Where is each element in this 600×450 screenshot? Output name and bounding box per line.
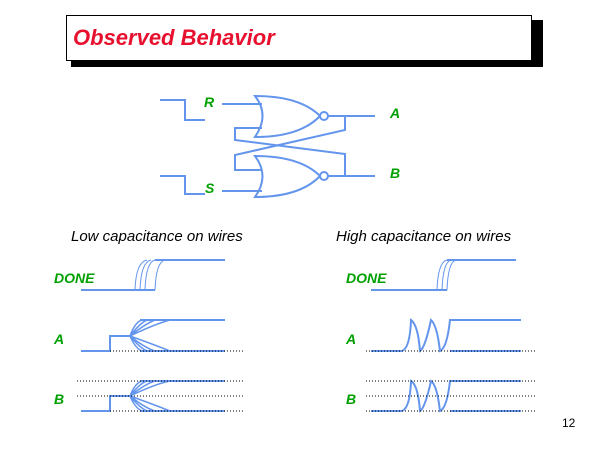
low-a-wave [81,319,225,352]
low-signal-done: DONE [54,270,95,286]
r-input-waveform [160,99,205,121]
high-cap-reference-lines [366,350,535,412]
nor-gate-top [252,94,322,139]
input-label-r: R [204,94,215,110]
high-b-wave [371,379,521,413]
low-done-wave [81,259,225,291]
feedback-b [234,127,346,176]
output-label-b: B [390,165,401,181]
low-cap-reference-lines [77,350,245,412]
input-label-s: S [205,180,215,196]
low-signal-b: B [54,391,65,407]
s-input-waveform [160,175,205,195]
low-cap-heading: Low capacitance on wires [71,228,243,245]
page-number: 12 [562,416,576,430]
high-signal-a: A [346,331,357,347]
slide-title: Observed Behavior [73,25,275,50]
high-done-wave [371,259,516,291]
title-box: Observed Behavior [66,15,532,61]
high-signal-b: B [346,391,357,407]
high-cap-heading: High capacitance on wires [336,228,512,245]
low-cap-waveforms [81,259,225,412]
high-cap-waveforms [371,259,521,413]
nor-gate-bottom [253,154,322,199]
output-label-a: A [390,105,401,121]
high-signal-done: DONE [346,270,387,286]
feedback-a [234,116,346,171]
high-a-wave [371,318,521,353]
low-signal-a: A [54,331,65,347]
